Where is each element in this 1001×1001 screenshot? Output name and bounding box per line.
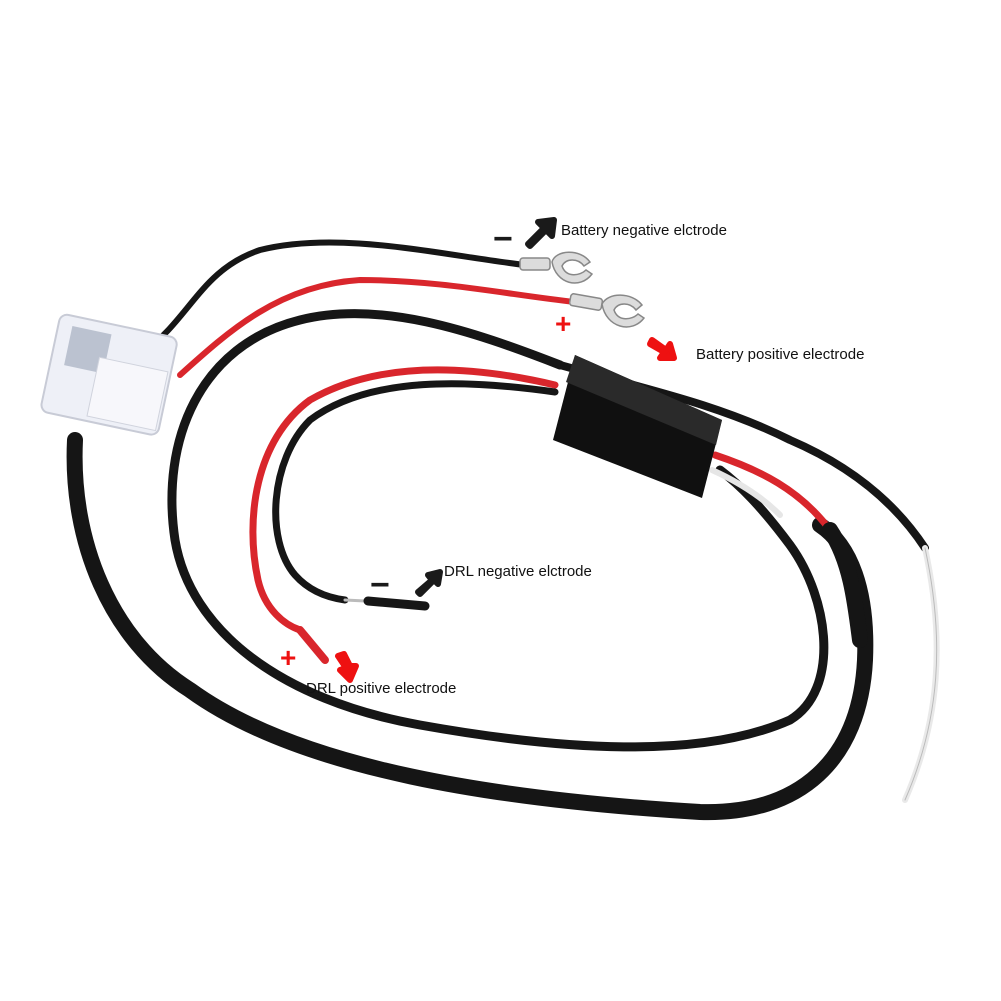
plus-sign-battery: + (555, 308, 572, 339)
label-drl-negative: DRL negative elctrode (444, 563, 592, 580)
battery-red-wire (177, 277, 578, 378)
outer-black-cable (66, 432, 874, 821)
drl-black-wire (272, 380, 559, 604)
loop-black-cable (167, 309, 829, 752)
arrow-battery-positive (647, 337, 677, 361)
arrow-drl-negative (415, 569, 443, 597)
label-battery-positive: Battery positive electrode (696, 346, 865, 363)
arrow-drl-positive (335, 651, 359, 683)
right-sheath (822, 522, 868, 648)
ring-terminals (519, 251, 646, 328)
minus-sign-drl: − (370, 566, 390, 604)
drl-red-wire (249, 366, 559, 634)
fuse-holder (40, 313, 178, 436)
label-battery-negative: Battery negative elctrode (561, 222, 727, 239)
plus-sign-drl: + (280, 642, 297, 673)
arrow-battery-negative (525, 217, 557, 249)
control-box (553, 355, 722, 498)
battery-black-wire (137, 239, 528, 358)
label-drl-positive: DRL positive electrode (306, 680, 457, 697)
right-red-wire (711, 451, 834, 534)
minus-sign-battery: − (493, 220, 513, 258)
